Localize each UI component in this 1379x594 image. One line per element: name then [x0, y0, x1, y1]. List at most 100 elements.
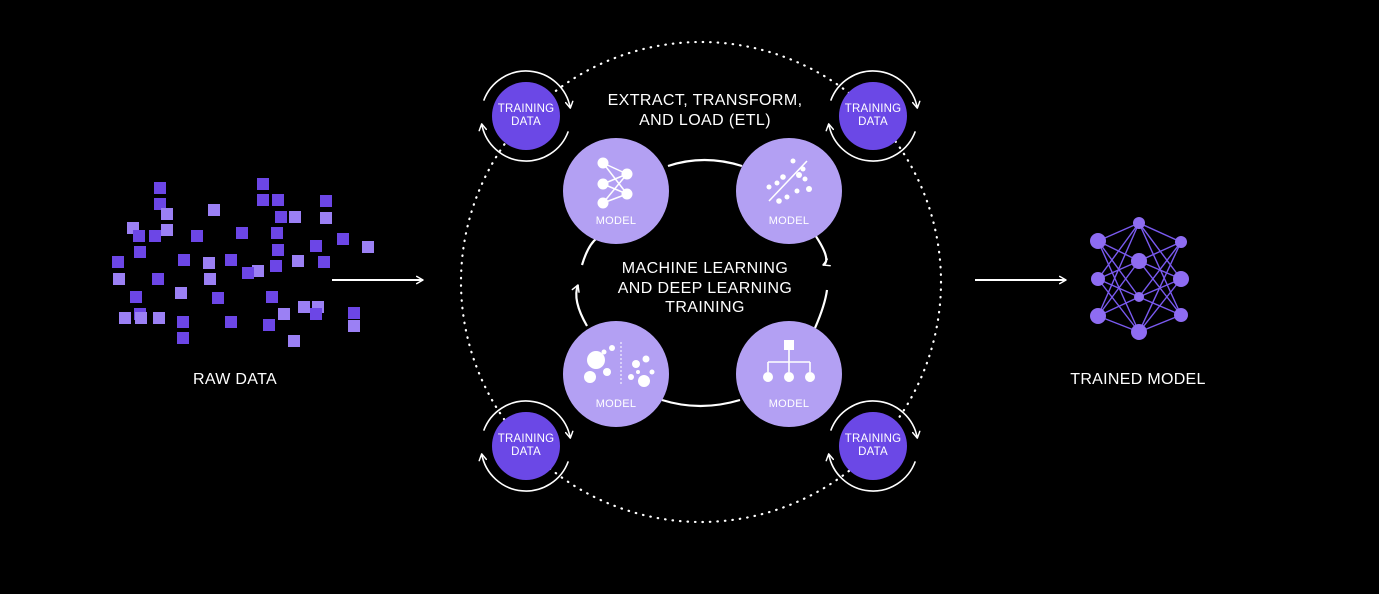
raw-data-square	[257, 178, 269, 190]
network-edge	[1097, 278, 1140, 333]
raw-data-square	[203, 257, 215, 269]
raw-data-square	[178, 254, 190, 266]
network-node	[1173, 271, 1189, 287]
hierarchy-tree-icon	[763, 340, 815, 382]
neural-network-icon	[597, 157, 633, 209]
cycle-arrow-icon	[829, 70, 921, 109]
raw-data-square	[119, 312, 131, 324]
raw-data-square	[236, 227, 248, 239]
raw-data-square	[257, 194, 269, 206]
network-edge	[1138, 278, 1182, 333]
etl-dashed-cycle	[459, 40, 943, 524]
raw-data-square	[310, 240, 322, 252]
raw-data-square	[275, 211, 287, 223]
network-node	[1131, 253, 1147, 269]
raw-data-square	[112, 256, 124, 268]
raw-data-square	[154, 182, 166, 194]
network-edge	[1097, 240, 1140, 333]
network-node	[1091, 272, 1105, 286]
network-node	[1131, 324, 1147, 340]
network-node	[1090, 308, 1106, 324]
cycle-arc-top	[667, 158, 743, 168]
raw-data-square	[161, 224, 173, 236]
network-edge	[1097, 222, 1140, 317]
raw-data-square	[272, 194, 284, 206]
network-edge	[1097, 260, 1140, 317]
raw-data-square	[212, 292, 224, 304]
raw-data-square	[130, 291, 142, 303]
raw-data-square	[177, 316, 189, 328]
model-node	[736, 138, 842, 244]
cycle-arrow-icon	[478, 123, 570, 162]
cycle-arc-left	[571, 284, 588, 327]
model-label: MODEL	[768, 215, 810, 227]
training-data-circle	[492, 412, 560, 480]
raw-data-square	[362, 241, 374, 253]
raw-data-square	[252, 265, 264, 277]
model-label: MODEL	[595, 398, 637, 410]
raw-data-square	[133, 230, 145, 242]
cycle-arrow-icon	[482, 70, 574, 109]
model-circle	[736, 138, 842, 244]
raw-data-square	[320, 212, 332, 224]
cycle-arc-bottom	[661, 398, 741, 408]
raw-data-square	[278, 308, 290, 320]
raw-data-square	[113, 273, 125, 285]
training-data-node	[825, 400, 921, 492]
trained-model-network-icon	[1090, 217, 1189, 340]
network-node	[1134, 292, 1144, 302]
raw-data-label: RAW DATA	[193, 371, 277, 388]
raw-data-square	[271, 227, 283, 239]
etl-label: EXTRACT, TRANSFORM, AND LOAD (ETL)	[607, 92, 803, 129]
cycle-arrow-icon	[482, 400, 574, 439]
raw-data-square	[272, 244, 284, 256]
raw-data-square	[149, 230, 161, 242]
raw-data-square	[152, 273, 164, 285]
model-label: MODEL	[768, 398, 810, 410]
raw-data-square	[320, 195, 332, 207]
raw-data-pixels-icon	[112, 178, 374, 347]
raw-data-square	[337, 233, 349, 245]
training-data-label: TRAINING DATA	[497, 103, 555, 128]
network-edge	[1138, 241, 1182, 333]
raw-data-square	[266, 291, 278, 303]
raw-data-square	[289, 211, 301, 223]
cycle-arrow-icon	[825, 453, 917, 492]
cycle-arc-left-upper	[580, 237, 598, 266]
training-data-label: TRAINING DATA	[844, 103, 902, 128]
raw-data-square	[177, 332, 189, 344]
raw-data-square	[263, 319, 275, 331]
model-circle	[563, 321, 669, 427]
raw-data-square	[242, 267, 254, 279]
model-node	[563, 138, 669, 244]
model-circle	[563, 138, 669, 244]
raw-data-square	[134, 246, 146, 258]
network-node	[1175, 236, 1187, 248]
network-node	[1090, 233, 1106, 249]
raw-data-square	[348, 320, 360, 332]
raw-data-square	[161, 208, 173, 220]
model-node	[563, 321, 669, 427]
raw-data-square	[154, 198, 166, 210]
raw-data-square	[292, 255, 304, 267]
raw-data-square	[191, 230, 203, 242]
network-node	[1133, 217, 1145, 229]
scatter-plot-icon	[766, 158, 812, 204]
raw-data-square	[298, 301, 310, 313]
cycle-arc-right-lower	[813, 289, 829, 329]
raw-data-square	[225, 316, 237, 328]
cycle-arrow-icon	[478, 453, 570, 492]
training-data-label: TRAINING DATA	[844, 433, 902, 458]
raw-data-square	[288, 335, 300, 347]
training-data-circle	[839, 82, 907, 150]
raw-data-square	[204, 273, 216, 285]
model-node	[736, 321, 842, 427]
training-data-circle	[492, 82, 560, 150]
training-data-node	[478, 70, 574, 162]
raw-data-square	[270, 260, 282, 272]
training-data-node	[478, 400, 574, 492]
trained-model-label: TRAINED MODEL	[1070, 371, 1206, 388]
raw-data-square	[135, 312, 147, 324]
